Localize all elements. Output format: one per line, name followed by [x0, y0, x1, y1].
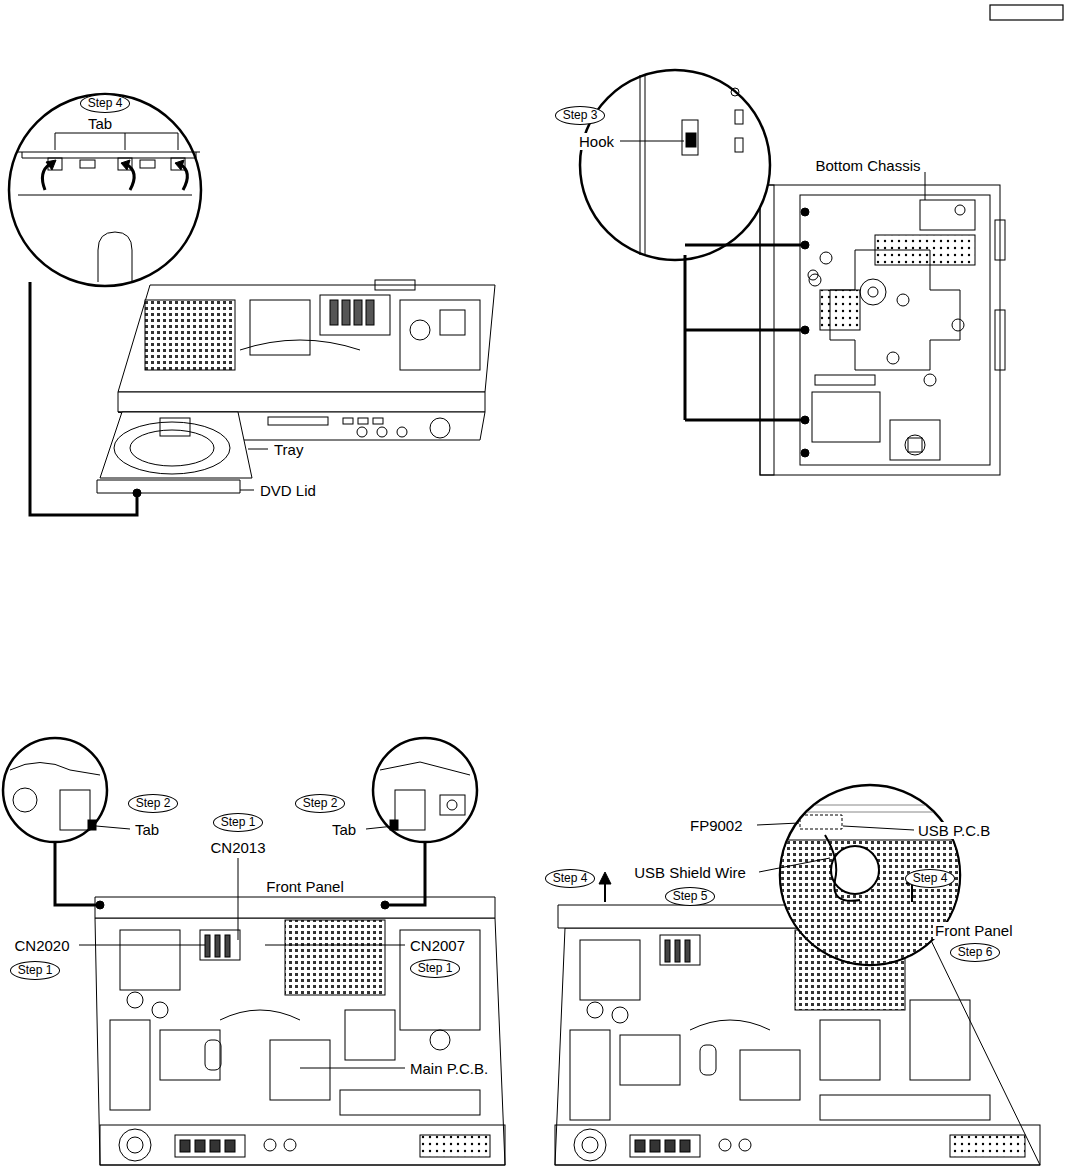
part-label: Tray — [272, 441, 305, 458]
step-oval: Step 2 — [295, 794, 346, 813]
part-label: Hook — [577, 133, 616, 150]
step-oval: Step 1 — [213, 813, 264, 832]
step-label: Step 2 — [303, 796, 338, 811]
step-oval: Step 4 — [545, 869, 596, 888]
step-label: Step 3 — [563, 108, 598, 123]
part-label: Main P.C.B. — [408, 1060, 490, 1077]
main-unit-drawing-right — [555, 905, 1040, 1165]
step-oval: Step 1 — [410, 959, 461, 978]
part-label: FP9002 — [688, 817, 745, 834]
step-oval: Step 6 — [950, 943, 1001, 962]
step-oval: Step 5 — [665, 887, 716, 906]
part-label: Tab — [86, 115, 114, 132]
step-oval: Step 3 — [555, 106, 606, 125]
step-label: Step 6 — [958, 945, 993, 960]
part-label: DVD Lid — [258, 482, 318, 499]
tab-detail-left — [3, 738, 107, 842]
part-label: CN2020 — [12, 937, 71, 954]
part-label: Tab — [133, 821, 161, 838]
part-label: CN2007 — [408, 937, 467, 954]
usb-detail-circle — [780, 785, 960, 970]
step-label: Step 1 — [18, 963, 53, 978]
part-label: USB P.C.B — [916, 822, 992, 839]
tab-detail-circle — [9, 94, 201, 286]
part-label: Front Panel — [933, 922, 1015, 939]
step-oval: Step 1 — [10, 961, 61, 980]
step-label: Step 1 — [221, 815, 256, 830]
step-label: Step 2 — [136, 796, 171, 811]
main-unit-drawing-left — [95, 897, 505, 1165]
step-oval: Step 4 — [80, 94, 131, 113]
step-label: Step 5 — [673, 889, 708, 904]
step-label: Step 4 — [913, 871, 948, 886]
step-label: Step 1 — [418, 961, 453, 976]
step-oval: Step 2 — [128, 794, 179, 813]
part-label: USB Shield Wire — [632, 864, 748, 881]
step-oval: Step 4 — [905, 869, 956, 888]
part-label: Front Panel — [264, 878, 346, 895]
hook-detail-circle — [580, 70, 770, 260]
part-label: CN2013 — [208, 839, 267, 856]
part-label: Tab — [330, 821, 358, 838]
part-label: Bottom Chassis — [813, 157, 922, 174]
dvd-unit-drawing — [97, 280, 495, 493]
step-label: Step 4 — [553, 871, 588, 886]
step-label: Step 4 — [88, 96, 123, 111]
